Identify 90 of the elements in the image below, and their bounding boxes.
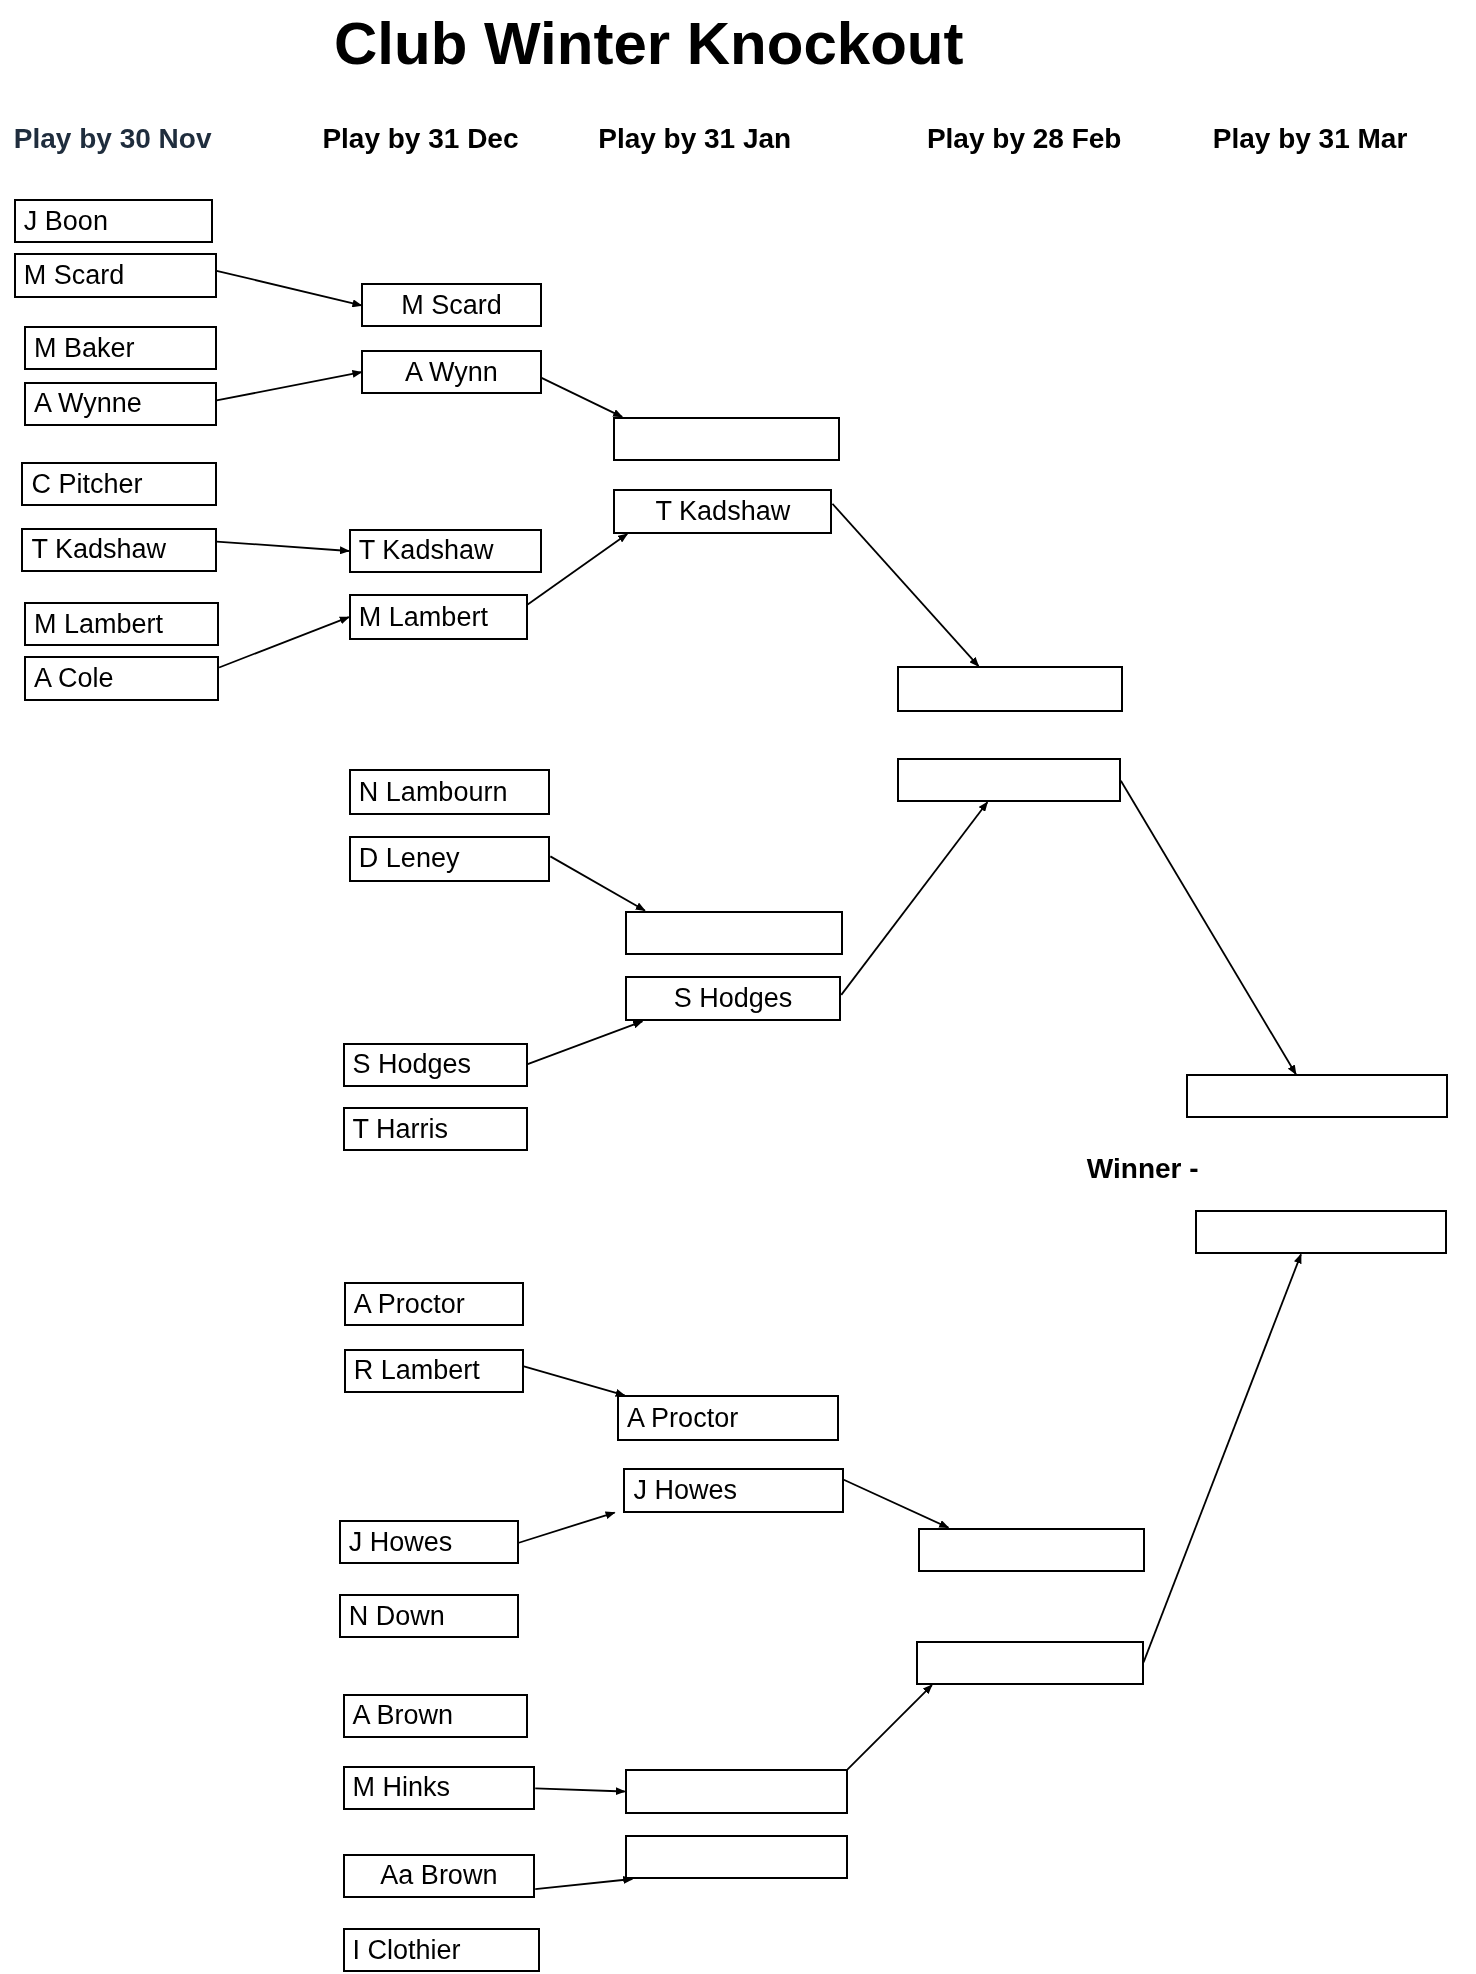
arrow [842, 1478, 950, 1529]
player-name: N Lambourn [358, 778, 508, 806]
player-box [342, 1928, 541, 1973]
empty-box [624, 910, 843, 955]
player-box [343, 1348, 524, 1393]
player-name: T Harris [352, 1115, 449, 1143]
empty-box [915, 1640, 1144, 1686]
player-box [338, 1520, 519, 1565]
arrow [549, 855, 646, 912]
player-box [342, 1765, 536, 1810]
arrow [517, 1511, 616, 1544]
title: Club Winter Knockout [334, 9, 964, 79]
column-heading: Play by 28 Feb [926, 124, 1122, 153]
player-name: A Cole [33, 665, 114, 693]
player-name: M Baker [33, 334, 135, 362]
arrow [846, 1684, 933, 1771]
arrow [218, 616, 350, 669]
player-name: N Down [348, 1602, 445, 1630]
player-box [343, 1282, 524, 1327]
player-box [623, 1468, 844, 1513]
player-name: I Clothier [352, 1936, 461, 1964]
empty-box [624, 1769, 848, 1814]
player-name: S Hodges [673, 985, 793, 1013]
player-box [348, 528, 542, 573]
arrow [831, 502, 980, 668]
player-name: M Scard [401, 291, 502, 319]
player-box [23, 381, 217, 426]
empty-box [624, 1834, 848, 1879]
player-box [23, 326, 217, 371]
player-name: A Brown [352, 1702, 454, 1730]
player-box [21, 462, 217, 507]
player-box [342, 1853, 536, 1898]
arrow [534, 1787, 626, 1796]
player-name: Aa Brown [380, 1862, 498, 1890]
player-box [21, 527, 217, 572]
empty-box [896, 666, 1124, 712]
player-box [342, 1042, 528, 1087]
player-box [13, 253, 217, 299]
arrow [840, 801, 989, 996]
player-box [338, 1594, 519, 1639]
player-name: J Howes [348, 1528, 453, 1556]
player-box [624, 976, 842, 1022]
player-name: J Boon [23, 207, 108, 235]
column-heading: Play by 31 Jan [598, 124, 792, 153]
player-box [361, 283, 542, 328]
player-name: S Hodges [352, 1051, 472, 1079]
player-name: J Howes [633, 1476, 737, 1504]
player-box [13, 198, 213, 244]
player-name: A Wynne [33, 390, 142, 418]
player-box [342, 1693, 528, 1738]
player-name: M Scard [23, 262, 125, 290]
empty-box [918, 1527, 1145, 1572]
column-heading: Play by 30 Nov [13, 124, 212, 153]
player-name: D Leney [358, 845, 460, 873]
column-heading: Winner - [1086, 1154, 1199, 1183]
arrow [1142, 1253, 1302, 1664]
player-name: A Proctor [627, 1404, 739, 1432]
arrow [523, 1365, 626, 1397]
player-name: C Pitcher [31, 470, 143, 498]
player-name: T Kadshaw [358, 537, 494, 565]
player-box [23, 656, 220, 702]
arrow [526, 533, 629, 606]
player-name: M Hinks [352, 1774, 451, 1802]
empty-box [1186, 1074, 1449, 1119]
player-box [348, 836, 551, 882]
column-heading: Play by 31 Dec [322, 124, 519, 153]
player-name: A Proctor [353, 1290, 465, 1318]
arrow [526, 1020, 644, 1066]
player-box [348, 594, 528, 640]
player-name: A Wynn [405, 358, 498, 386]
arrow [540, 376, 624, 418]
arrow [215, 369, 363, 402]
player-name: R Lambert [353, 1357, 480, 1385]
player-name: T Kadshaw [655, 497, 791, 525]
column-heading: Play by 31 Mar [1212, 124, 1408, 153]
player-name: T Kadshaw [31, 536, 166, 564]
arrow [1119, 779, 1297, 1076]
empty-box [613, 416, 840, 461]
player-box [23, 602, 220, 647]
player-box [348, 769, 551, 815]
player-box [342, 1107, 528, 1152]
player-name: M Lambert [358, 603, 488, 631]
empty-box [896, 758, 1121, 803]
player-name: M Lambert [33, 610, 163, 638]
player-box [617, 1395, 839, 1441]
player-box [361, 350, 542, 395]
player-box [613, 488, 833, 534]
arrow [215, 540, 350, 555]
empty-box [1195, 1210, 1448, 1255]
arrow [215, 269, 363, 308]
